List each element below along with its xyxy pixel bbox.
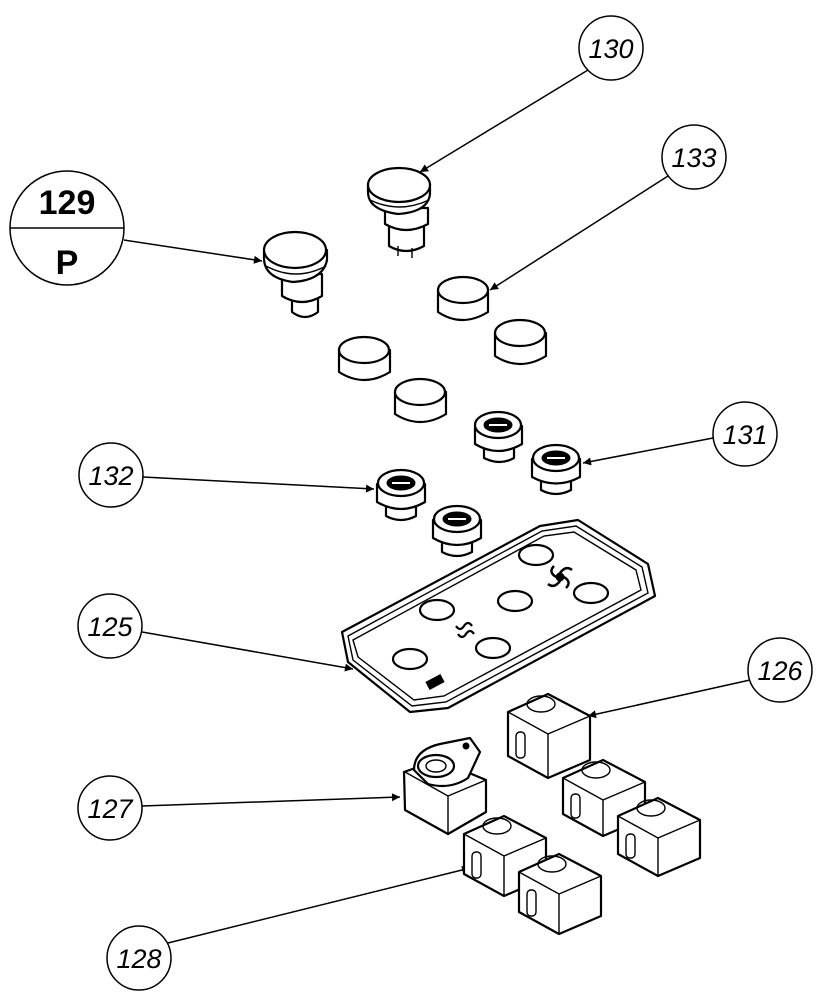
- callout-circle: [578, 15, 644, 81]
- grommet-131-b: [530, 443, 582, 496]
- marking-block: [425, 674, 445, 690]
- clip-126-c: [616, 796, 702, 878]
- callout-131: 131: [712, 401, 778, 467]
- leader-133: [489, 175, 669, 291]
- callout-label-129-code: P: [56, 244, 79, 282]
- callout-label-125: 125: [87, 612, 133, 642]
- callout-125: 125: [77, 593, 143, 659]
- knob-129: [262, 230, 329, 319]
- callout-133: 133: [661, 124, 727, 190]
- cap-133-c: [337, 335, 392, 382]
- membrane-panel-125: [340, 518, 657, 714]
- clip-127: [402, 736, 488, 836]
- leader-128: [167, 866, 471, 944]
- membrane-button: [391, 647, 429, 671]
- callout-127: 127: [77, 775, 143, 841]
- wave-icon: [455, 621, 475, 639]
- leader-129: [123, 239, 263, 264]
- leader-127: [141, 793, 401, 807]
- membrane-button: [517, 543, 555, 567]
- fan-icon: [547, 565, 573, 589]
- callout-130: 130: [578, 15, 644, 81]
- callout-label-128: 128: [116, 944, 161, 974]
- membrane-button: [418, 598, 456, 622]
- callout-label-131: 131: [722, 420, 767, 450]
- callout-label-133: 133: [671, 143, 716, 173]
- callout-132: 132: [78, 442, 144, 508]
- grommet-132-a: [375, 468, 427, 522]
- clip-128-b: [517, 852, 603, 936]
- grommet-131-a: [473, 410, 524, 464]
- membrane-button: [474, 636, 512, 660]
- knob-130: [366, 166, 432, 258]
- cap-133-b: [493, 318, 548, 366]
- leader-126: [587, 679, 751, 719]
- cap-133-d: [393, 377, 448, 424]
- callout-128: 128: [106, 925, 172, 991]
- callout-label-126: 126: [757, 656, 803, 686]
- callout-label-129-number: 129: [39, 184, 96, 222]
- callout-129: 129 P: [9, 170, 125, 286]
- callout-label-127: 127: [87, 794, 133, 824]
- leader-lines: [123, 69, 751, 944]
- membrane-button: [496, 589, 534, 613]
- leader-132: [142, 476, 375, 493]
- membrane-button: [572, 581, 610, 605]
- grommet-132-b: [431, 504, 483, 558]
- callout-126: 126: [747, 637, 813, 703]
- callout-label-132: 132: [88, 461, 133, 491]
- leader-131: [582, 437, 714, 466]
- leader-125: [141, 631, 354, 672]
- clip-126-a: [506, 692, 592, 780]
- callout-label-130: 130: [588, 34, 633, 64]
- cap-133-a: [436, 275, 490, 322]
- leader-130: [419, 69, 589, 173]
